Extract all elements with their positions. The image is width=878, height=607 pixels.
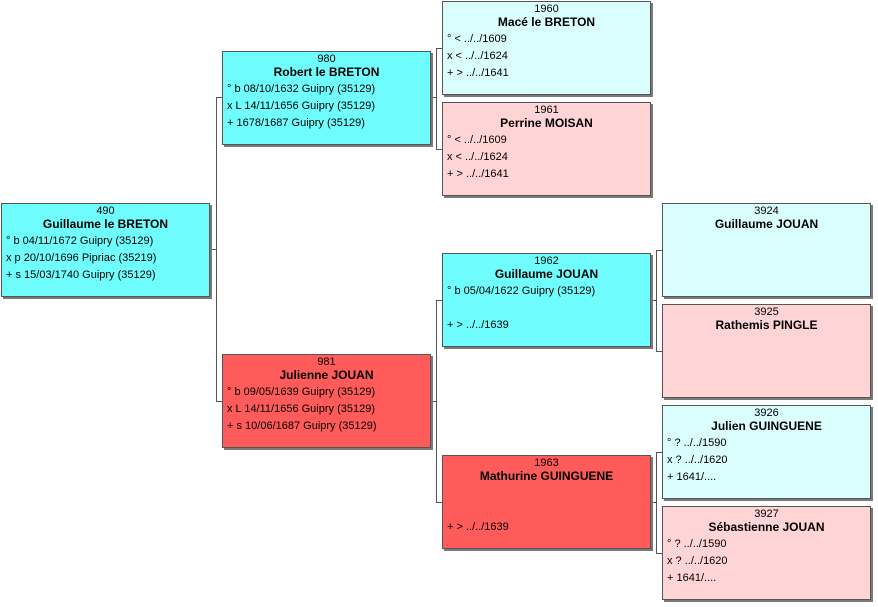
death-line: + > ../../1639 <box>447 521 509 533</box>
connector <box>436 300 437 502</box>
connector <box>436 48 437 149</box>
person-name: Robert le BRETON <box>273 65 380 79</box>
birth-line: ° ? ../../1590 <box>667 437 727 449</box>
connector <box>656 452 657 553</box>
person-box-1961[interactable]: 1961 Perrine MOISAN ° < ../../1609 x < .… <box>442 102 651 196</box>
connector <box>436 502 443 503</box>
person-number: 1963 <box>534 457 559 469</box>
death-line: + > ../../1641 <box>447 168 509 180</box>
connector <box>656 250 657 351</box>
marriage-line: x L 14/11/1656 Guipry (35129) <box>227 100 375 112</box>
connector <box>650 502 657 503</box>
person-box-3925[interactable]: 3925 Rathemis PINGLE <box>662 304 871 398</box>
marriage-line: x < ../../1624 <box>447 151 508 163</box>
person-box-1962[interactable]: 1962 Guillaume JOUAN ° b 05/04/1622 Guip… <box>442 253 651 347</box>
birth-line: ° ? ../../1590 <box>667 538 727 550</box>
person-name: Julien GUINGUENE <box>711 419 822 433</box>
person-box-1960[interactable]: 1960 Macé le BRETON ° < ../../1609 x < .… <box>442 1 651 95</box>
marriage-line: x ? ../../1620 <box>667 555 728 567</box>
person-number: 981 <box>317 356 336 368</box>
birth-line: ° < ../../1609 <box>447 33 507 45</box>
person-number: 980 <box>317 53 336 65</box>
person-number: 1962 <box>534 255 559 267</box>
person-name: Perrine MOISAN <box>500 116 593 130</box>
connector <box>210 249 217 250</box>
connector <box>656 250 663 251</box>
death-line: + > ../../1639 <box>447 319 509 331</box>
birth-line: ° b 05/04/1622 Guipry (35129) <box>447 285 596 297</box>
death-line: + 1641/.... <box>667 471 717 483</box>
person-box-1963[interactable]: 1963 Mathurine GUINGUENE + > ../../1639 <box>442 455 651 549</box>
person-box-981[interactable]: 981 Julienne JOUAN ° b 09/05/1639 Guipry… <box>222 354 431 448</box>
connector <box>430 97 437 98</box>
connector <box>216 401 223 402</box>
death-line: + 1678/1687 Guipry (35129) <box>227 117 365 129</box>
person-number: 1961 <box>534 104 559 116</box>
birth-line: ° < ../../1609 <box>447 134 507 146</box>
connector <box>216 97 217 401</box>
person-number: 3927 <box>754 508 779 520</box>
person-name: Rathemis PINGLE <box>715 318 818 332</box>
death-line: + s 15/03/1740 Guipry (35129) <box>6 269 156 281</box>
connector <box>656 452 663 453</box>
person-number: 1960 <box>534 3 559 15</box>
person-box-3927[interactable]: 3927 Sébastienne JOUAN ° ? ../../1590 x … <box>662 506 871 600</box>
connector <box>656 553 663 554</box>
person-box-490[interactable]: 490 Guillaume le BRETON ° b 04/11/1672 G… <box>1 203 210 297</box>
birth-line: ° b 09/05/1639 Guipry (35129) <box>227 386 376 398</box>
birth-line: ° b 04/11/1672 Guipry (35129) <box>6 235 154 247</box>
marriage-line: x < ../../1624 <box>447 50 508 62</box>
marriage-line: x ? ../../1620 <box>667 454 728 466</box>
person-name: Julienne JOUAN <box>279 368 374 382</box>
birth-line: ° b 08/10/1632 Guipry (35129) <box>227 83 376 95</box>
connector <box>436 300 443 301</box>
death-line: + > ../../1641 <box>447 67 509 79</box>
connector <box>436 48 443 49</box>
person-name: Guillaume JOUAN <box>714 217 819 231</box>
person-name: Mathurine GUINGUENE <box>479 469 614 483</box>
person-box-3926[interactable]: 3926 Julien GUINGUENE ° ? ../../1590 x ?… <box>662 405 871 499</box>
person-number: 490 <box>96 205 115 217</box>
marriage-line: x p 20/10/1696 Pipriac (35219) <box>6 252 157 264</box>
person-box-3924[interactable]: 3924 Guillaume JOUAN <box>662 203 871 297</box>
person-name: Guillaume JOUAN <box>494 267 599 281</box>
death-line: + 1641/.... <box>667 572 717 584</box>
person-number: 3925 <box>754 306 779 318</box>
person-name: Macé le BRETON <box>497 15 596 29</box>
death-line: + s 10/06/1687 Guipry (35129) <box>227 420 377 432</box>
connector <box>430 401 437 402</box>
marriage-line: x L 14/11/1656 Guipry (35129) <box>227 403 375 415</box>
person-number: 3924 <box>754 205 779 217</box>
person-name: Guillaume le BRETON <box>42 217 169 231</box>
connector <box>216 97 223 98</box>
person-name: Sébastienne JOUAN <box>708 520 825 534</box>
connector <box>650 300 657 301</box>
person-box-980[interactable]: 980 Robert le BRETON ° b 08/10/1632 Guip… <box>222 51 431 145</box>
connector <box>656 351 663 352</box>
person-number: 3926 <box>754 407 779 419</box>
connector <box>436 149 443 150</box>
